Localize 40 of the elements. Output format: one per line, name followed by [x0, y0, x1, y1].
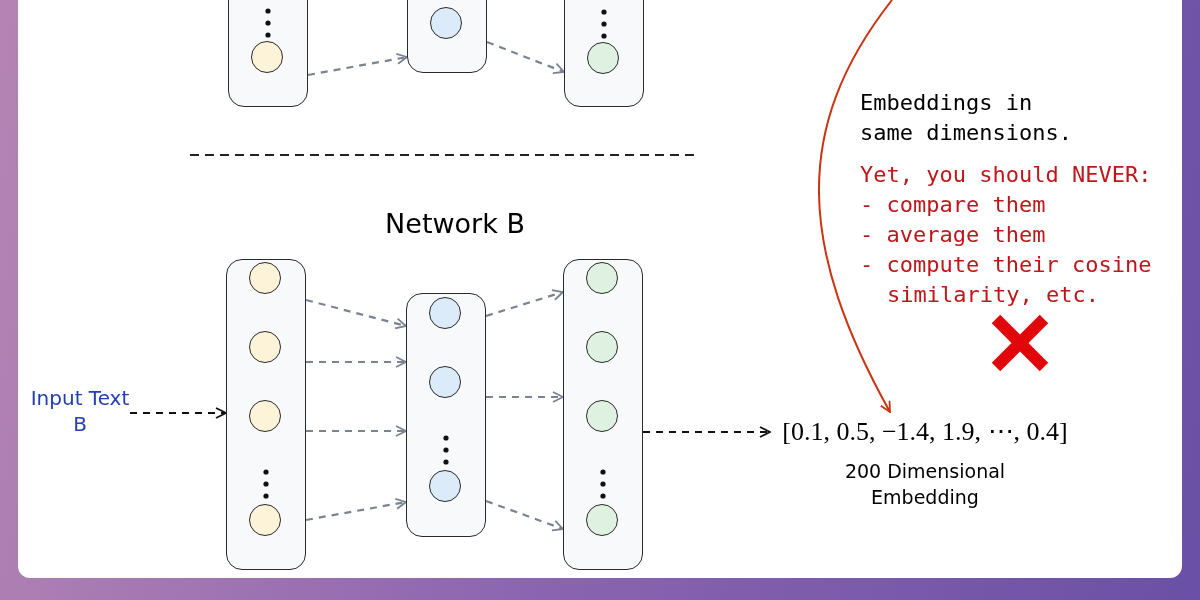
neuron-circle — [249, 504, 281, 536]
arrow — [307, 52, 408, 77]
arrow — [642, 426, 771, 438]
network-title: Network B — [384, 208, 526, 239]
note-text: Embeddings in same dimensions. — [860, 89, 1073, 147]
warning-text: - compute their cosine similarity, etc. — [860, 251, 1153, 309]
layer-column — [564, 0, 644, 107]
arrow — [305, 298, 407, 330]
neuron-circle — [587, 42, 619, 74]
arrow — [818, 0, 893, 413]
layer-column — [226, 259, 306, 570]
neuron-circle — [586, 331, 618, 363]
neuron-circle — [586, 262, 618, 294]
arrow — [485, 289, 564, 318]
arrow — [486, 40, 565, 74]
input-label: Input Text B — [30, 385, 130, 437]
arrow — [485, 499, 564, 532]
arrow — [305, 497, 407, 522]
embedding-caption: 200 Dimensional Embedding — [843, 459, 1007, 510]
neuron-circle — [249, 400, 281, 432]
neuron-circle — [429, 297, 461, 329]
warning-text: - compare them — [860, 191, 1046, 219]
neuron-circle — [249, 262, 281, 294]
layer-column — [563, 259, 643, 570]
arrow — [486, 391, 564, 403]
layer-column — [228, 0, 308, 107]
embedding-vector: [0.1, 0.5, −1.4, 1.9, ⋯, 0.4] — [781, 416, 1069, 448]
arrow — [129, 407, 227, 419]
arrow — [306, 356, 407, 368]
neuron-circle — [249, 331, 281, 363]
layer-column — [406, 293, 486, 537]
neuron-circle — [429, 470, 461, 502]
neuron-circle — [586, 400, 618, 432]
arrow — [306, 425, 407, 437]
neuron-circle — [586, 504, 618, 536]
warning-text: Yet, you should NEVER: — [860, 161, 1152, 189]
neuron-circle — [251, 41, 283, 73]
neuron-circle — [429, 366, 461, 398]
warning-text: - average them — [860, 221, 1046, 249]
neuron-circle — [430, 7, 462, 39]
